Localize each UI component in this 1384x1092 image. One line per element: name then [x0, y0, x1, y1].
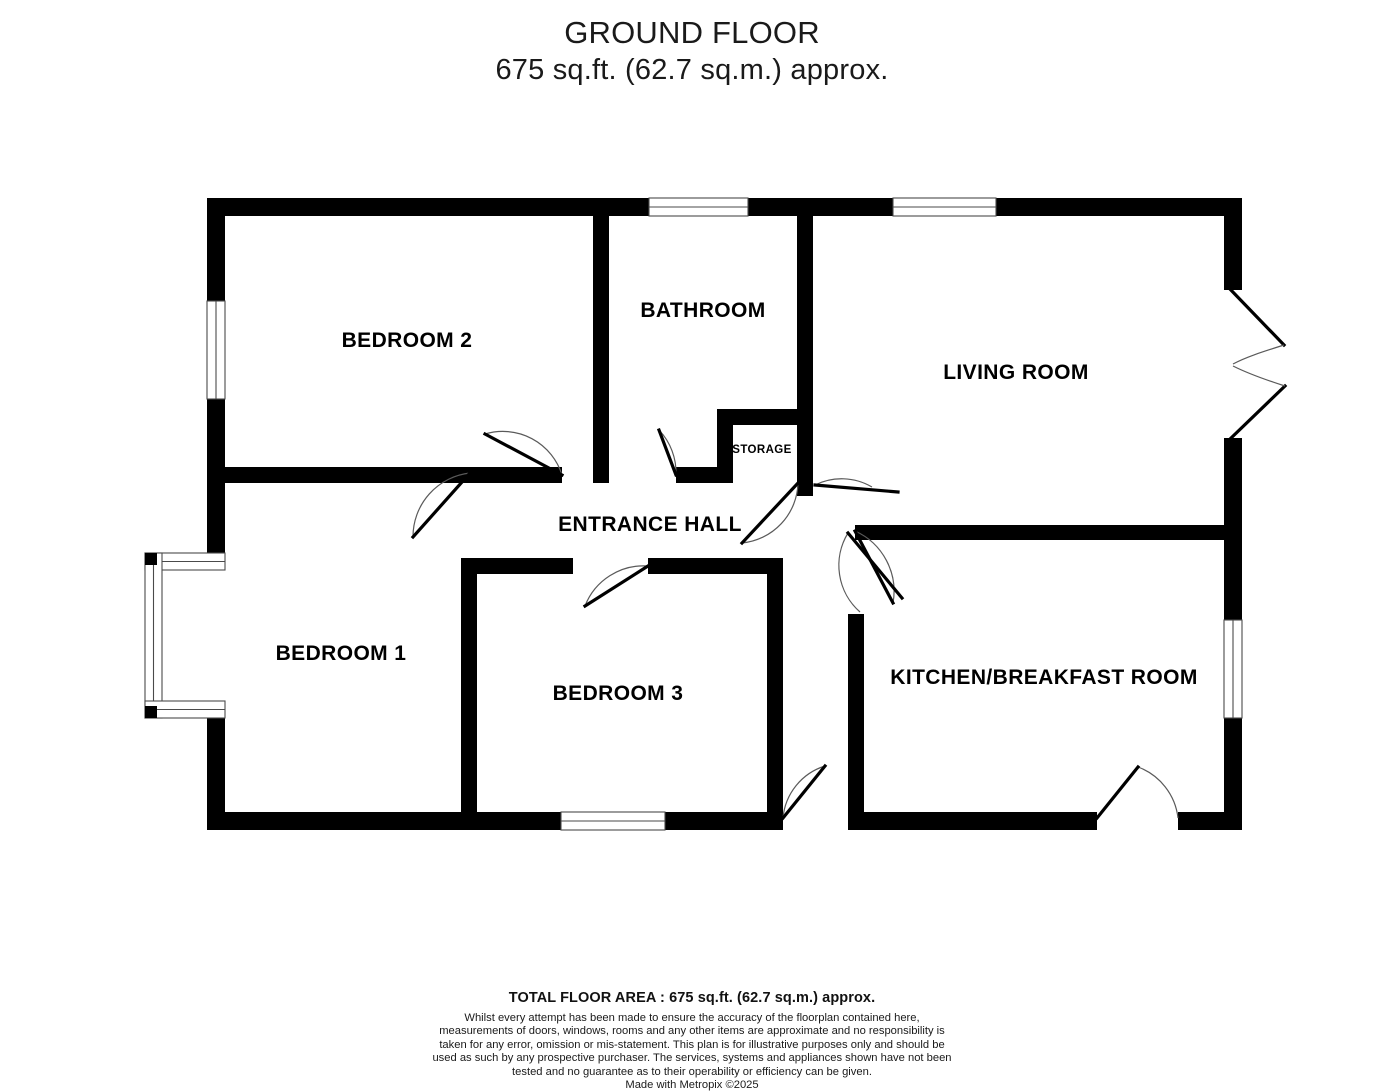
wall-bottom-bedroom3 [665, 812, 783, 830]
room-label-bedroom-2: BEDROOM 2 [342, 329, 473, 352]
room-label-kitchen-breakfast-room: KITCHEN/BREAKFAST ROOM [890, 666, 1197, 689]
windows [144, 197, 1243, 831]
wall-top-right [996, 198, 1242, 216]
interior-walls [207, 198, 1233, 827]
total-floor-area: TOTAL FLOOR AREA : 675 sq.ft. (62.7 sq.m… [508, 990, 876, 1006]
doors [410, 285, 1288, 821]
room-label-living-room: LIVING ROOM [943, 361, 1089, 384]
room-label-bedroom-1: BEDROOM 1 [276, 642, 407, 665]
wall-kitchen-left [848, 614, 864, 827]
kitchen-left-door [838, 530, 905, 613]
wall-bathroom-bottom [676, 467, 726, 483]
bedroom-2-door [482, 430, 565, 478]
room-label-storage: STORAGE [732, 444, 791, 456]
wall-bedroom2-bottom [207, 467, 562, 483]
room-labels: BEDROOM 2 BATHROOM LIVING ROOM STORAGE E… [276, 299, 1198, 705]
wall-right-living-upper [1224, 198, 1242, 290]
made-with-text: Made with Metropix ©2025 [625, 1079, 759, 1092]
wall-storage-top [717, 409, 807, 425]
bedroom-1-door [410, 470, 473, 540]
wall-bottom-kitchen [848, 812, 1097, 830]
living-room-top-window [892, 197, 997, 217]
disclaimer-text: Whilst every attempt has been made to en… [432, 1012, 952, 1078]
bathroom-door [656, 427, 679, 478]
page-title: GROUND FLOOR [564, 15, 820, 50]
living-room-french-doors [1226, 285, 1288, 443]
kitchen-hall-door [852, 528, 896, 606]
wall-storage-left [717, 409, 733, 483]
living-room-door [813, 478, 900, 494]
room-label-entrance-hall: ENTRANCE HALL [558, 513, 742, 536]
wall-top-middle [748, 198, 893, 216]
wall-left-bedroom1-lower [207, 718, 225, 830]
wall-bedroom3-top-right [648, 558, 783, 574]
wall-bathroom-living [797, 198, 813, 496]
wall-bottom-bedroom1 [207, 812, 561, 830]
wall-left-bedroom2-upper [207, 198, 225, 301]
wall-top-left [207, 198, 649, 216]
kitchen-back-door [1094, 764, 1179, 821]
bedroom-2-left-window [206, 300, 226, 400]
room-label-bathroom: BATHROOM [640, 299, 765, 322]
hall-bottom-right-door [780, 763, 828, 821]
bathroom-top-window [648, 197, 749, 217]
bedroom-1-bay-window [144, 552, 226, 719]
page-area-subtitle: 675 sq.ft. (62.7 sq.m.) approx. [495, 54, 889, 86]
room-label-bedroom-3: BEDROOM 3 [553, 682, 684, 705]
kitchen-right-window [1223, 619, 1243, 719]
storage-door [739, 480, 801, 546]
wall-right-kitchen-lower [1224, 718, 1242, 830]
page-footer: TOTAL FLOOR AREA : 675 sq.ft. (62.7 sq.m… [0, 988, 1384, 1092]
wall-bedroom2-bathroom [593, 198, 609, 483]
wall-living-kitchen [855, 525, 1233, 540]
page-header: GROUND FLOOR 675 sq.ft. (62.7 sq.m.) app… [0, 14, 1384, 88]
wall-bedroom3-top-left [461, 558, 573, 574]
wall-bedroom1-bedroom3 [461, 558, 477, 824]
bedroom-3-door [582, 563, 651, 609]
wall-bedroom3-right [767, 558, 783, 824]
bedroom-3-bottom-window [560, 811, 666, 831]
